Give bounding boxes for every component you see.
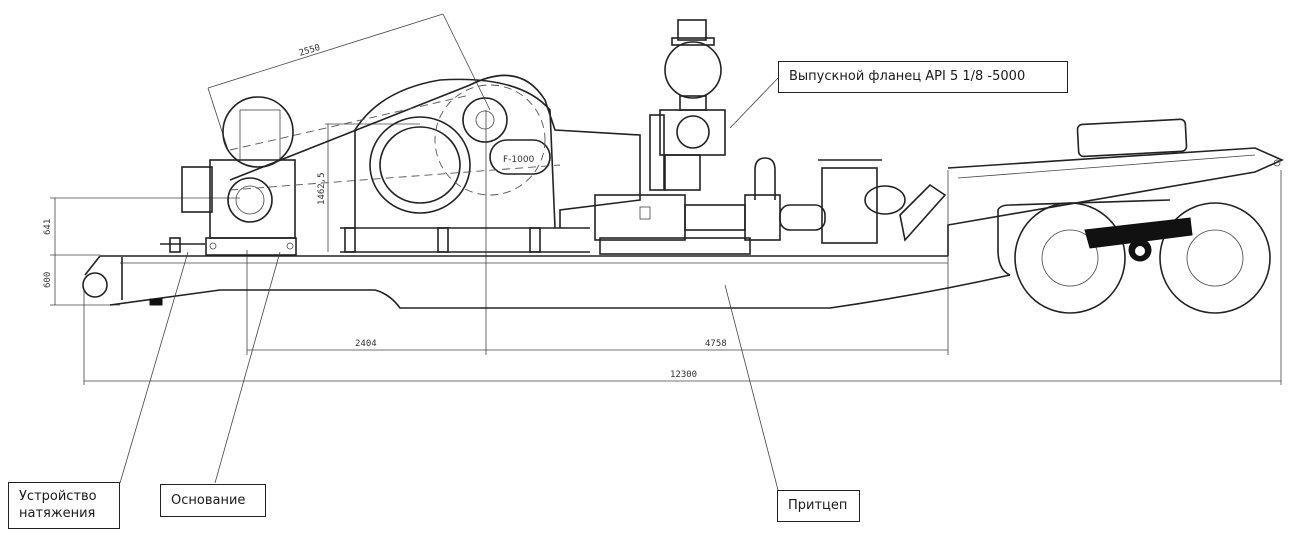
callout-tensioner-line2: натяжения — [19, 506, 96, 521]
model-label: F-1000 — [503, 155, 535, 165]
pulsation-dampener — [649, 19, 726, 191]
dimension-lines — [50, 13, 1282, 385]
callout-outlet-flange-text: Выпускной фланец API 5 1/8 -5000 — [789, 69, 1026, 84]
callout-outlet-flange: Выпускной фланец API 5 1/8 -5000 — [778, 61, 1068, 93]
callout-trailer-text: Притцеп — [788, 498, 848, 513]
leader-lines — [119, 77, 779, 491]
dim-1462-5: 1462,5 — [317, 172, 327, 205]
callout-tensioner-line1: Устройство — [19, 489, 97, 504]
dim-2404: 2404 — [355, 339, 377, 349]
callout-trailer: Притцеп — [777, 490, 860, 522]
callout-tensioner: Устройство натяжения — [8, 482, 120, 529]
callout-base: Основание — [160, 484, 266, 517]
trailer — [82, 118, 1284, 314]
dim-12300: 12300 — [670, 370, 697, 380]
base-skid — [160, 227, 751, 256]
dim-641: 641 — [43, 219, 53, 235]
dim-4758: 4758 — [705, 339, 727, 349]
mud-pump: F-1000 — [229, 74, 641, 229]
callout-base-text: Основание — [171, 493, 246, 508]
dim-600: 600 — [43, 272, 53, 288]
dimension-labels: 2550 1462,5 641 600 2404 4758 12300 — [43, 43, 727, 380]
dim-2550: 2550 — [298, 43, 322, 59]
charge-pump — [594, 157, 947, 244]
drive-motor — [181, 96, 296, 239]
